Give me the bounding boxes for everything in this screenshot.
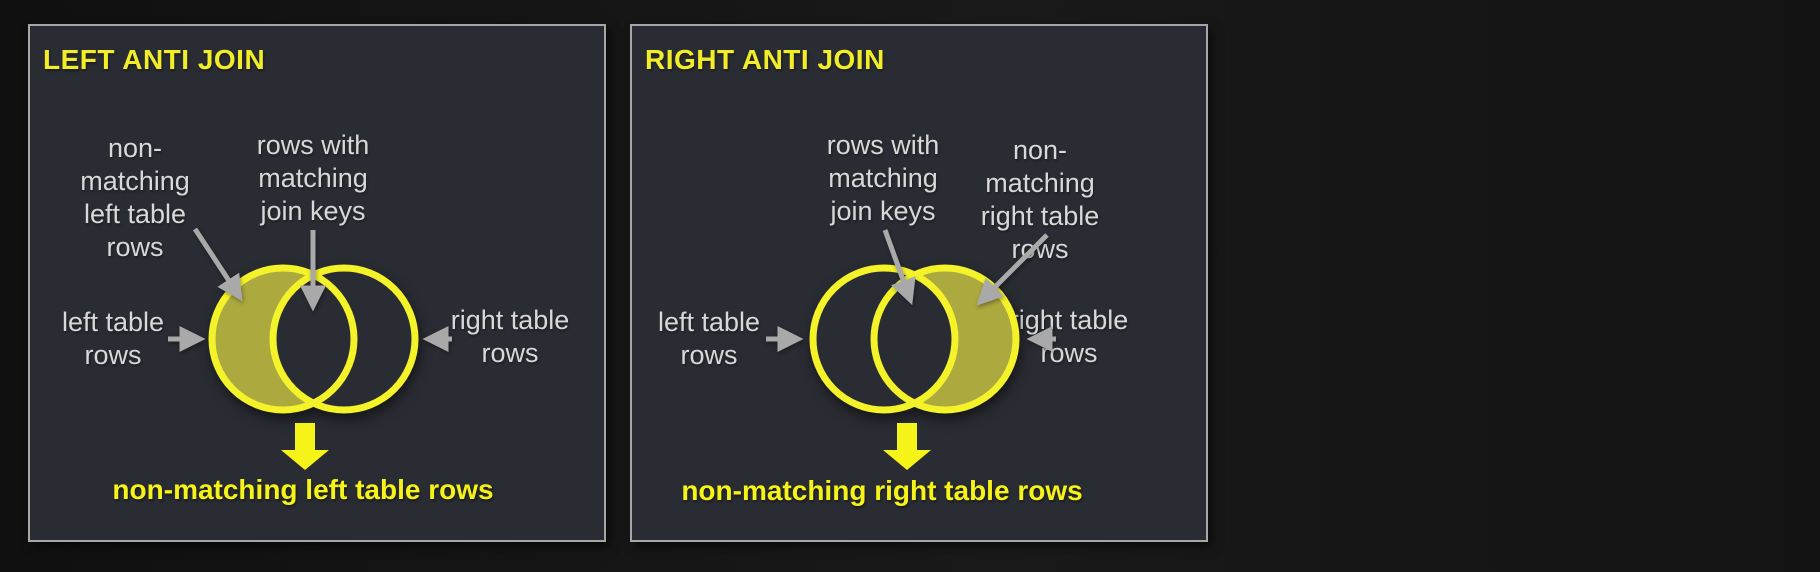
venn-diagram — [766, 229, 1056, 470]
right-table-circle — [269, 264, 419, 414]
left-table-circle — [809, 264, 959, 414]
non-matching-annotation-arrow-icon — [976, 233, 1049, 306]
right-anti-join-panel: RIGHT ANTI JOIN rows with matching join … — [630, 24, 1208, 542]
annotation-line: right table — [980, 201, 1100, 231]
label-line: rows — [84, 340, 142, 370]
left-anti-join-panel: LEFT ANTI JOIN non- matching left table … — [28, 24, 606, 542]
label-line: left table — [657, 307, 761, 337]
annotation-line: matching — [258, 163, 368, 193]
result-down-arrow-icon — [281, 423, 329, 470]
annotation-line: non- — [107, 133, 163, 163]
panel-title: RIGHT ANTI JOIN — [645, 44, 885, 75]
result-label: non-matching right table rows — [681, 475, 1083, 506]
annotation-line: matching — [828, 163, 938, 193]
panel-title: LEFT ANTI JOIN — [43, 44, 266, 75]
left-table-rows-label: left table rows — [658, 306, 760, 372]
matching-join-keys-annotation: rows with matching join keys — [257, 129, 370, 228]
annotation-line: non- — [1012, 135, 1068, 165]
annotation-line: join keys — [830, 196, 936, 226]
venn-diagram — [168, 227, 452, 470]
non-matching-annotation-arrow-icon — [192, 227, 243, 302]
left-table-circle — [208, 264, 358, 414]
non-matching-rows-annotation: non- matching right table rows — [981, 134, 1100, 266]
annotation-line: rows with — [256, 130, 370, 160]
annotation-line: rows with — [826, 130, 940, 160]
annotation-line: matching — [985, 168, 1095, 198]
label-line: rows — [481, 338, 539, 368]
intersection-mask — [813, 268, 955, 410]
left-table-rows-label: left table rows — [62, 306, 164, 372]
label-line: right table — [450, 305, 570, 335]
label-line: rows — [680, 340, 738, 370]
result-label: non-matching left table rows — [112, 474, 494, 505]
matching-join-keys-annotation: rows with matching join keys — [827, 129, 940, 228]
right-table-rows-label: right table rows — [451, 304, 570, 370]
result-down-arrow-icon — [883, 423, 931, 470]
annotation-line: join keys — [260, 196, 366, 226]
matching-annotation-arrow-icon — [882, 229, 916, 306]
label-line: left table — [61, 307, 165, 337]
annotation-line: rows — [106, 232, 164, 262]
annotation-line: matching — [80, 166, 190, 196]
annotation-line: left table — [83, 199, 187, 229]
non-matching-rows-annotation: non- matching left table rows — [80, 132, 190, 264]
right-table-circle — [870, 264, 1020, 414]
